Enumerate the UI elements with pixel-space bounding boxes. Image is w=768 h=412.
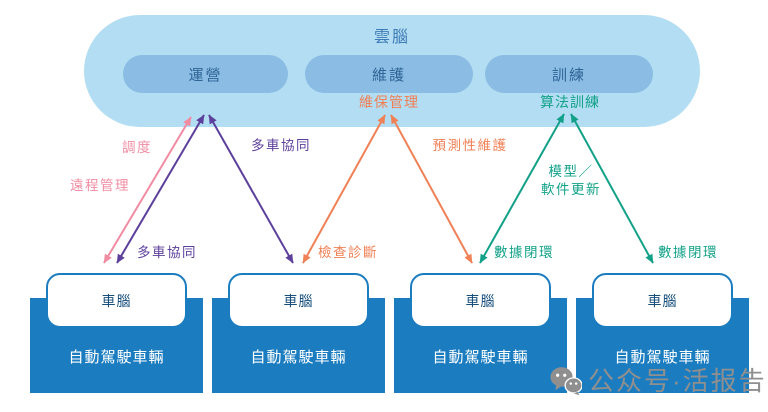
vehicle-4-brain-box: 車腦 [592, 273, 733, 328]
vehicle-3-label: 自動駕駛車輛 [432, 350, 529, 366]
maintenance-management-label: 維保管理 [359, 96, 419, 111]
vehicle-1-label: 自動駕駛車輛 [68, 350, 165, 366]
vehicle-2-brain-label: 車腦 [283, 294, 314, 310]
multi-vehicle-arrow-right [208, 114, 294, 264]
model-software-update-line1: 模型／ [548, 164, 594, 179]
dispatch-label: 調度 [122, 140, 152, 155]
multi-vehicle-coordination-label-top: 多車協同 [251, 138, 311, 153]
remote-management-label: 遠程管理 [70, 178, 130, 193]
vehicle-2: 自動駕駛車輛 車腦 [212, 273, 385, 393]
multi-vehicle-arrow-left [116, 114, 205, 264]
vehicle-4: 自動駕駛車輛 車腦 [576, 273, 749, 393]
cloud-brain-title: 雲腦 [373, 29, 411, 46]
vehicle-1-brain-box: 車腦 [46, 273, 187, 328]
vehicle-3-brain-box: 車腦 [410, 273, 551, 328]
data-loop-arrow-left [479, 113, 565, 264]
vehicle-2-label: 自動駕駛車輛 [250, 350, 347, 366]
pill-maintenance: 維護 [305, 55, 473, 93]
pill-operations: 運營 [123, 55, 288, 93]
pill-training: 訓練 [485, 55, 653, 93]
vehicle-3-brain-label: 車腦 [465, 294, 496, 310]
vehicle-1-brain-label: 車腦 [101, 294, 132, 310]
predictive-maintenance-arrow [390, 114, 473, 264]
vehicle-3: 自動駕駛車輛 車腦 [394, 273, 567, 393]
vehicle-4-label: 自動駕駛車輛 [614, 350, 711, 366]
model-software-update-label: 模型／ 軟件更新 [541, 163, 601, 199]
inspection-diagnosis-label: 檢查診斷 [318, 245, 378, 260]
wechat-icon [550, 366, 582, 396]
watermark: 公众号·活报告 [550, 366, 767, 396]
data-loop-arrow-right [570, 113, 654, 264]
watermark-text: 公众号·活报告 [588, 366, 767, 396]
data-closed-loop-label-right: 數據閉環 [658, 245, 718, 260]
vehicle-1: 自動駕駛車輛 車腦 [30, 273, 203, 393]
predictive-maintenance-label: 預測性維護 [432, 138, 508, 153]
model-software-update-line2: 軟件更新 [541, 182, 601, 197]
inspection-diagnosis-arrow [302, 114, 386, 264]
vehicle-4-brain-label: 車腦 [647, 294, 678, 310]
algorithm-training-label: 算法訓練 [540, 96, 600, 111]
multi-vehicle-coordination-label-bottom: 多車協同 [137, 245, 197, 260]
vehicle-2-brain-box: 車腦 [228, 273, 369, 328]
data-closed-loop-label-left: 數據閉環 [494, 245, 554, 260]
